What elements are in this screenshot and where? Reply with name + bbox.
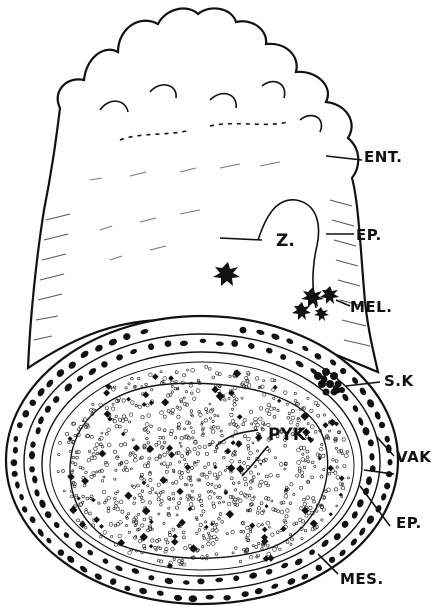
label-sk: S.K	[384, 372, 415, 390]
label-ep-lower: EP.	[396, 514, 422, 532]
label-pyk: PYK.	[268, 425, 312, 445]
mesoderm-cell	[200, 339, 206, 343]
mesoderm-cell	[11, 459, 18, 466]
label-z: Z.	[276, 231, 295, 251]
label-ent: ENT.	[364, 148, 402, 166]
mesoderm-cell	[197, 578, 204, 584]
cross-section	[6, 316, 398, 604]
label-mel: MEL.	[350, 298, 392, 316]
label-mes: MES.	[340, 570, 384, 588]
label-ep-upper: EP.	[356, 226, 382, 244]
label-vak: VAK	[396, 448, 432, 466]
mesoderm-cell	[388, 459, 393, 465]
